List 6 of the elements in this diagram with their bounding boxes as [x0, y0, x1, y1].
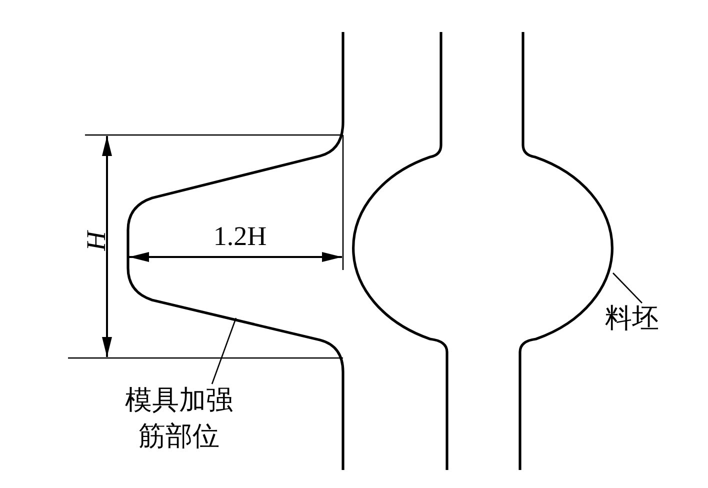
leader-line	[612, 272, 642, 304]
leader-line	[211, 318, 237, 384]
part-label: 模具加强筋部位	[116, 382, 242, 454]
part-label: 料坯	[598, 300, 666, 336]
dimension-label: 1.2H	[212, 220, 268, 253]
dimension-label: H	[81, 229, 111, 253]
